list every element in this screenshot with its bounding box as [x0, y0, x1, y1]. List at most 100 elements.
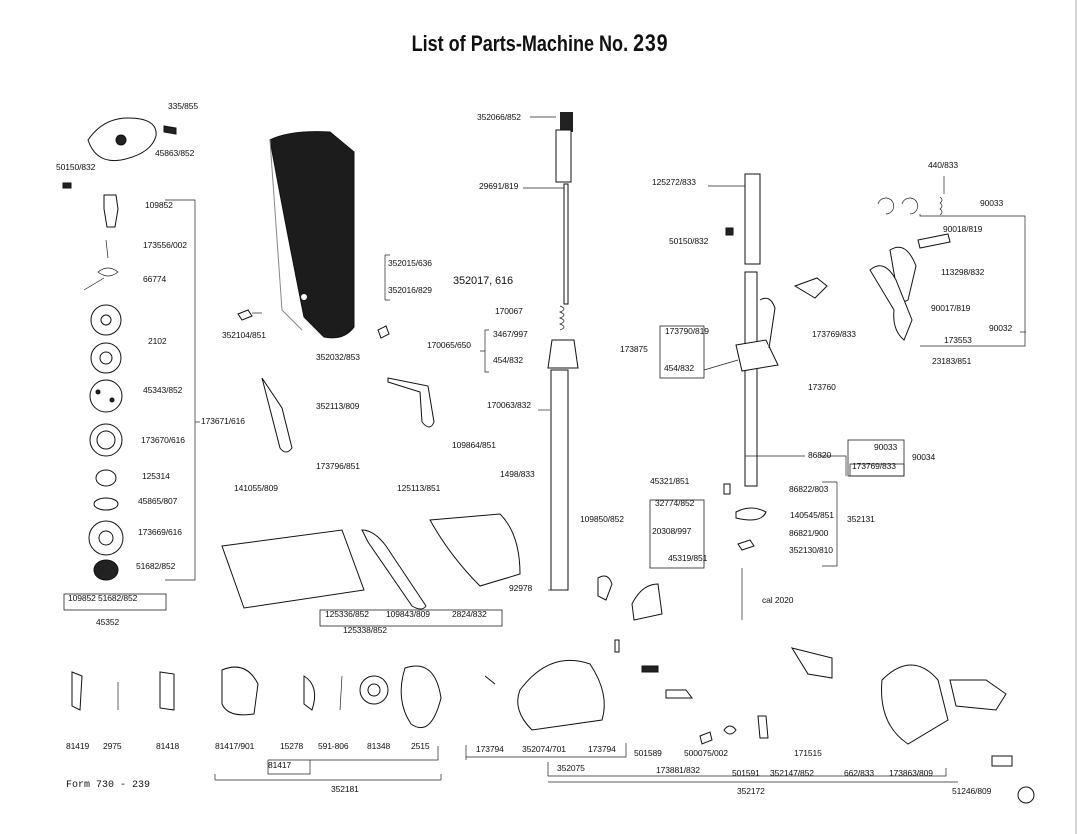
part-number-label: 352075: [557, 763, 585, 773]
part-number-label: 66774: [143, 274, 167, 284]
part-number-label: 352016/829: [388, 285, 432, 295]
part-number-label: 140545/851: [790, 510, 834, 520]
part-number-label: 2515: [411, 741, 430, 751]
part-number-label: 591-806: [318, 741, 349, 751]
part-number-label: 173796/851: [316, 461, 360, 471]
part-number-label: 173794: [588, 744, 616, 754]
needle-bar-assembly: [480, 112, 579, 591]
part-number-label: 173760: [808, 382, 836, 392]
part-number-label: 81418: [156, 741, 180, 751]
slide-plate: [221, 377, 521, 627]
part-number-label: 125113/851: [397, 483, 441, 493]
part-number-label: 15278: [280, 741, 304, 751]
part-number-label: 173769/833: [852, 461, 896, 471]
part-number-label: 29691/819: [479, 181, 519, 191]
part-number-label: 86820: [808, 450, 832, 460]
part-number-label: 23183/851: [932, 356, 972, 366]
face-plate: [237, 131, 390, 339]
part-number-label: 352113/809: [316, 401, 360, 411]
machine-number: 239: [633, 30, 669, 57]
part-number-label: 352130/810: [789, 545, 833, 555]
part-number-label: 90017/819: [931, 303, 971, 313]
part-number-label: 2975: [103, 741, 122, 751]
part-number-label: 45352: [96, 617, 120, 627]
right-mid-group: [723, 439, 905, 620]
part-number-label: 173881/832: [656, 765, 700, 775]
presser-foot-group: [597, 499, 705, 621]
part-number-label: 2824/832: [452, 609, 487, 619]
part-number-label: 662/833: [844, 768, 875, 778]
part-number-label: 173670/616: [141, 435, 185, 445]
part-number-label: 81419: [66, 741, 90, 751]
part-number-label: 1498/833: [500, 469, 535, 479]
part-number-label: 352032/853: [316, 352, 360, 362]
part-number-label: 352104/851: [222, 330, 266, 340]
part-number-label: 501589: [634, 748, 662, 758]
part-number-label: 352074/701: [522, 744, 566, 754]
part-number-label: 45319/851: [668, 553, 708, 563]
part-number-label: cal 2020: [762, 595, 794, 605]
part-number-label: 352147/852: [770, 768, 814, 778]
part-number-label: 45863/852: [155, 148, 195, 158]
part-number-label: 454/832: [664, 363, 695, 373]
part-number-label: 352181: [331, 784, 359, 794]
part-number-label: 51246/809: [952, 786, 992, 796]
part-number-label: 3467/997: [493, 329, 528, 339]
part-number-label: 173769/833: [812, 329, 856, 339]
part-number-label: 501591: [732, 768, 760, 778]
form-number: Form 730 - 239: [66, 780, 151, 791]
part-number-label: 86821/900: [789, 528, 829, 538]
part-number-label: 81348: [367, 741, 391, 751]
part-number-label: 454/832: [493, 355, 524, 365]
part-number-label: 113298/832: [941, 267, 985, 277]
part-number-label: 125314: [142, 471, 170, 481]
part-number-label: 352172: [737, 786, 765, 796]
part-number-label: 32774/852: [655, 498, 695, 508]
part-number-label: 90033: [980, 198, 1004, 208]
part-number-label: 2102: [148, 336, 167, 346]
part-number-label: 170065/650: [427, 340, 471, 350]
part-number-label: 173863/809: [889, 768, 933, 778]
part-number-label: 109850/852: [580, 514, 624, 524]
part-number-label: 125336/852: [325, 609, 369, 619]
part-number-label: 352066/852: [477, 112, 521, 122]
part-number-label: 173790/819: [665, 326, 709, 336]
part-number-label: 20308/997: [652, 526, 692, 536]
part-number-label: 170067: [495, 306, 523, 316]
part-number-label: 45343/852: [143, 385, 183, 395]
part-number-label: 81417: [268, 760, 292, 770]
title-prefix: List of Parts-Machine No.: [411, 31, 629, 56]
part-number-label: 90018/819: [943, 224, 983, 234]
part-number-label: 51682/852: [136, 561, 176, 571]
left-column-parts: [62, 117, 200, 611]
part-number-label: 50150/832: [669, 236, 709, 246]
part-number-label: 173671/616: [201, 416, 245, 426]
part-number-label: 50150/832: [56, 162, 96, 172]
part-number-label: 171515: [794, 748, 822, 758]
part-number-label: 173556/002: [143, 240, 187, 250]
page-title: List of Parts-Machine No. 239: [97, 30, 983, 58]
part-number-label: 90033: [874, 442, 898, 452]
part-number-label: 173553: [944, 335, 972, 345]
part-number-label: 500075/002: [684, 748, 728, 758]
part-number-label: 45865/807: [138, 496, 178, 506]
part-number-label: 170063/832: [487, 400, 531, 410]
part-number-label: 173875: [620, 344, 648, 354]
part-number-label: 90034: [912, 452, 936, 462]
part-number-label: 109864/851: [452, 440, 496, 450]
part-number-label: 109852: [145, 200, 173, 210]
part-number-label: 173669/616: [138, 527, 182, 537]
part-number-label: 440/833: [928, 160, 959, 170]
part-number-label: 173794: [476, 744, 504, 754]
part-number-label: 109843/809: [386, 609, 430, 619]
part-number-label: 125272/833: [652, 177, 696, 187]
part-number-label: 81417/901: [215, 741, 255, 751]
upper-right-levers: [869, 176, 1026, 347]
part-number-label: 86822/803: [789, 484, 829, 494]
part-number-label: 141055/809: [234, 483, 278, 493]
part-number-label: 125338/852: [343, 625, 387, 635]
part-number-label: 45321/851: [650, 476, 690, 486]
part-number-label: 335/855: [168, 101, 199, 111]
